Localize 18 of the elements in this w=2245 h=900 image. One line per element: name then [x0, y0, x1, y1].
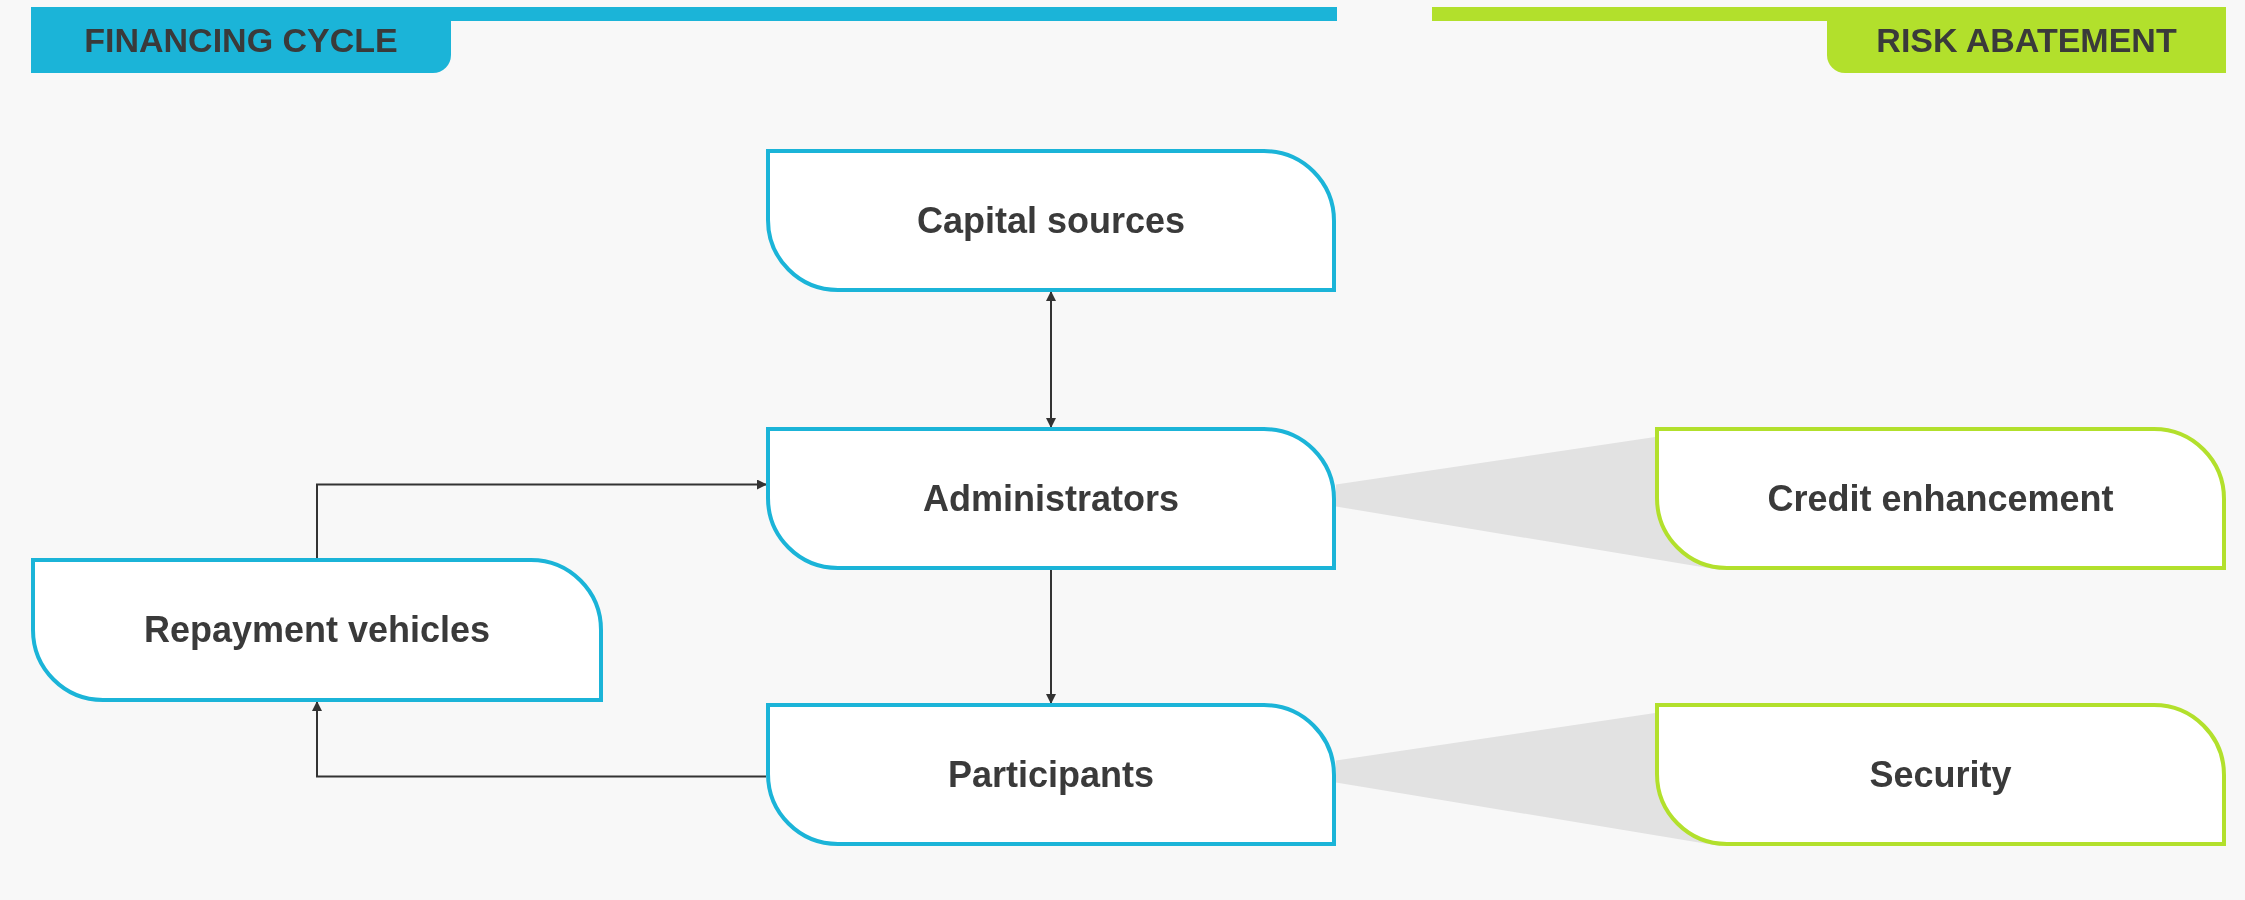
- process-box: [1655, 427, 2226, 570]
- section-heading: RISK ABATEMENT: [1876, 20, 2177, 60]
- node-label: Security: [1869, 753, 2012, 796]
- process-box: [766, 427, 1336, 570]
- process-box: [31, 558, 603, 702]
- process-box: [766, 149, 1336, 292]
- section-heading: FINANCING CYCLE: [84, 20, 398, 60]
- arrow: [1046, 569, 1056, 704]
- process-box: [766, 703, 1336, 846]
- process-box: [1655, 703, 2226, 846]
- node-label: Participants: [947, 753, 1155, 796]
- arrow: [316, 479, 767, 559]
- arrow: [1046, 291, 1056, 428]
- node-label: Administrators: [922, 477, 1179, 520]
- node-label: Credit enhancement: [1767, 477, 2114, 520]
- node-label: Repayment vehicles: [143, 609, 491, 651]
- arrow: [312, 701, 767, 778]
- node-label: Capital sources: [916, 199, 1186, 242]
